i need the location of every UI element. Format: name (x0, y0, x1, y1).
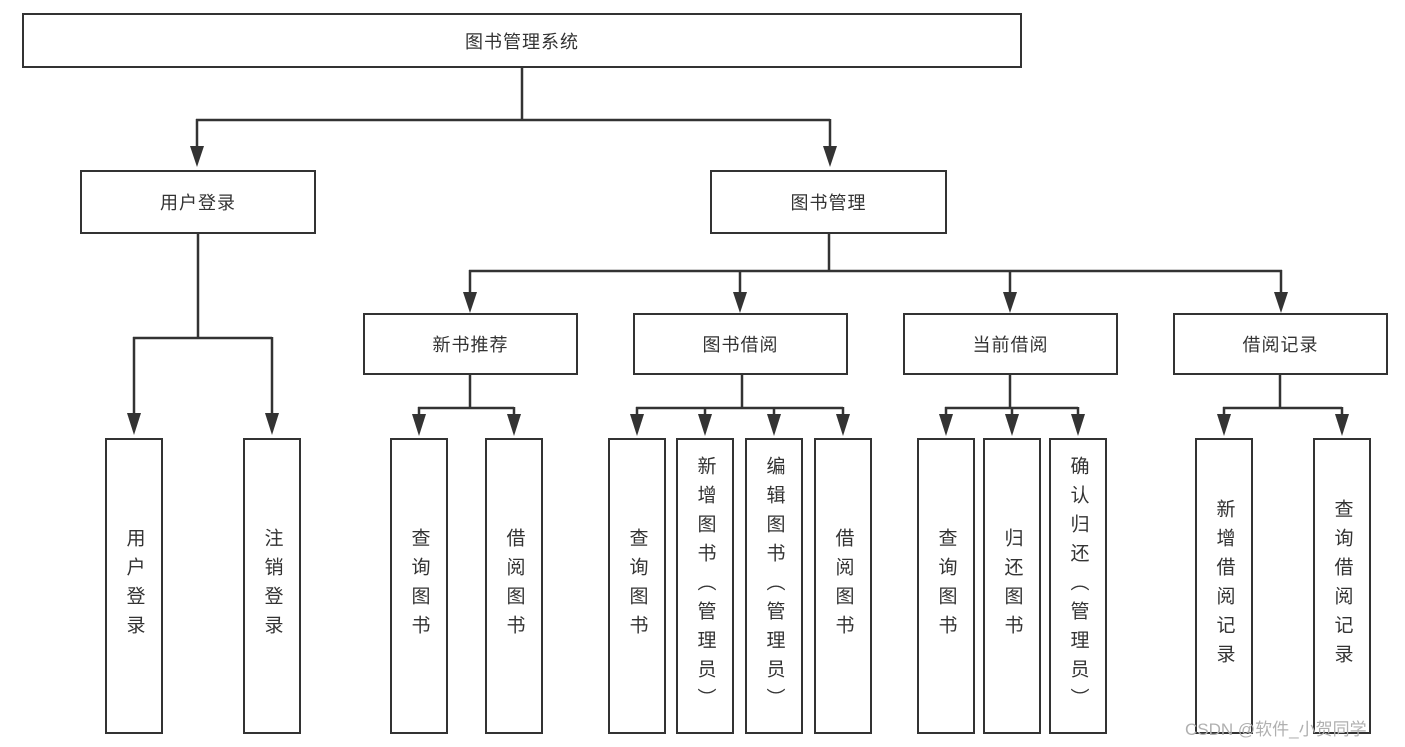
connector-borrowing-to-leaves (635, 375, 845, 414)
leaf-confirm-return-admin: 确认归还（管理员） (1049, 438, 1107, 734)
node-label: 当前借阅 (972, 335, 1049, 355)
leaf-label: 用户登录 (123, 528, 145, 644)
node-new-book-recommend: 新书推荐 (363, 313, 578, 375)
leaf-query-books-borrowing: 查询图书 (608, 438, 666, 734)
node-label: 图书管理 (790, 193, 867, 213)
leaf-add-books-admin: 新增图书（管理员） (676, 438, 734, 734)
leaf-label: 编辑图书（管理员） (763, 455, 785, 717)
leaf-query-borrow-record: 查询借阅记录 (1313, 438, 1371, 734)
leaf-label: 新增图书（管理员） (694, 455, 716, 717)
leaf-user-login: 用户登录 (105, 438, 163, 734)
connector-newbooks-to-leaves (417, 375, 516, 414)
node-label: 借阅记录 (1242, 335, 1319, 355)
leaf-label: 归还图书 (1001, 528, 1023, 644)
node-borrow-records: 借阅记录 (1173, 313, 1388, 375)
node-book-management: 图书管理 (710, 170, 947, 234)
leaf-label: 新增借阅记录 (1213, 499, 1235, 673)
csdn-watermark: CSDN @软件_小贺同学 (1185, 720, 1367, 739)
leaf-add-borrow-record: 新增借阅记录 (1195, 438, 1253, 734)
node-current-borrowing: 当前借阅 (903, 313, 1118, 375)
node-label: 图书借阅 (702, 335, 779, 355)
leaf-return-books: 归还图书 (983, 438, 1041, 734)
leaf-edit-books-admin: 编辑图书（管理员） (745, 438, 803, 734)
leaf-query-books-recommend: 查询图书 (390, 438, 448, 734)
connector-records-to-leaves (1222, 375, 1344, 414)
node-system-root: 图书管理系统 (22, 13, 1022, 68)
leaf-label: 查询图书 (935, 528, 957, 644)
node-label: 新书推荐 (432, 335, 509, 355)
leaf-borrow-books: 借阅图书 (814, 438, 872, 734)
node-book-borrowing: 图书借阅 (633, 313, 848, 375)
leaf-label: 借阅图书 (832, 528, 854, 644)
node-label: 图书管理系统 (465, 31, 579, 52)
connector-root-to-level2 (195, 68, 832, 146)
node-user-login: 用户登录 (80, 170, 316, 234)
leaf-label: 借阅图书 (503, 528, 525, 644)
leaf-query-books-current: 查询图书 (917, 438, 975, 734)
connector-userlogin-to-leaves (132, 234, 274, 413)
leaf-label: 查询图书 (626, 528, 648, 644)
leaf-label: 确认归还（管理员） (1067, 455, 1089, 717)
leaf-borrow-books-recommend: 借阅图书 (485, 438, 543, 734)
connector-bookmgmt-to-level3 (468, 234, 1283, 292)
node-label: 用户登录 (160, 193, 236, 213)
connector-current-to-leaves (944, 375, 1080, 414)
leaf-label: 注销登录 (261, 528, 283, 644)
leaf-label: 查询图书 (408, 528, 430, 644)
leaf-logout: 注销登录 (243, 438, 301, 734)
leaf-label: 查询借阅记录 (1331, 499, 1353, 673)
